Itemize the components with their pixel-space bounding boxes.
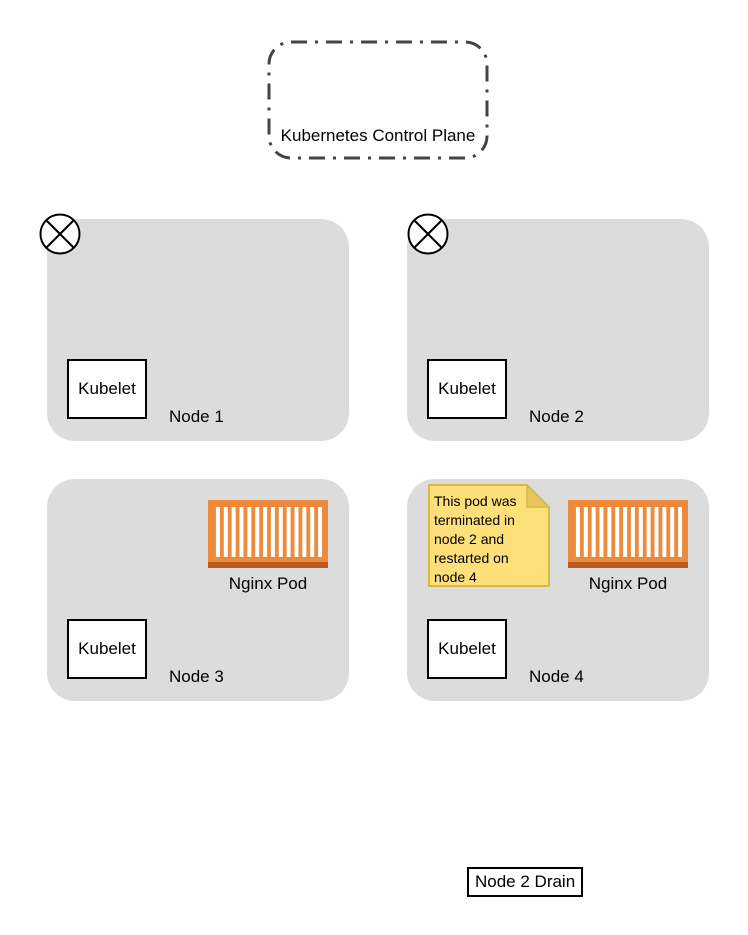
pod-label: Nginx Pod — [228, 574, 308, 593]
node-label: Node 2 — [529, 407, 584, 426]
kubelet-box: Kubelet — [427, 619, 507, 679]
circle-x-icon — [407, 213, 449, 255]
node-label: Node 1 — [169, 407, 224, 426]
control-plane: Kubernetes Control Plane — [267, 40, 489, 160]
node-label: Node 4 — [529, 667, 584, 686]
nginx-pod: Nginx Pod — [568, 500, 688, 593]
nginx-pod: Nginx Pod — [208, 500, 328, 593]
node-3: Nginx Pod Kubelet Node 3 — [47, 479, 349, 701]
control-plane-label: Kubernetes Control Plane — [280, 126, 476, 145]
kubelet-box: Kubelet — [67, 619, 147, 679]
node-1: Kubelet Node 1 — [47, 219, 349, 441]
diagram-caption: Node 2 Drain — [467, 867, 584, 897]
container-icon — [208, 500, 328, 568]
kubelet-box: Kubelet — [67, 359, 147, 419]
kubelet-box: Kubelet — [427, 359, 507, 419]
pod-label: Nginx Pod — [588, 574, 668, 593]
node-4: This pod was terminated in node 2 and re… — [407, 479, 709, 701]
circle-x-icon — [39, 213, 81, 255]
sticky-note: This pod was terminated in node 2 and re… — [428, 484, 550, 587]
node-2: Kubelet Node 2 — [407, 219, 709, 441]
note-text: This pod was terminated in node 2 and re… — [434, 493, 517, 585]
container-icon — [568, 500, 688, 568]
node-label: Node 3 — [169, 667, 224, 686]
